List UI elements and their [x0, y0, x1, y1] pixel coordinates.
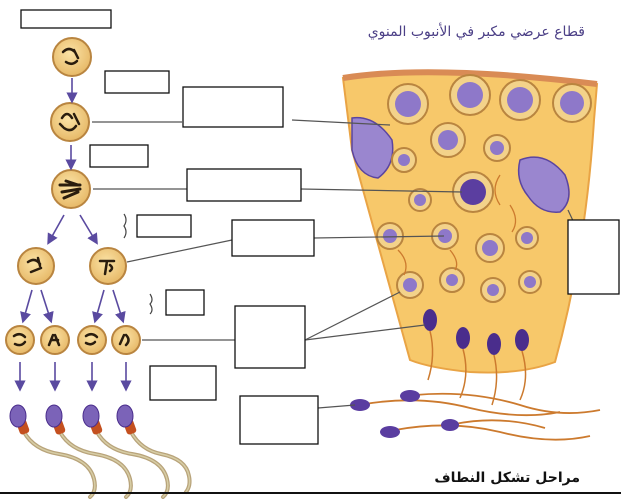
arrow: [41, 290, 50, 318]
spermatid-2: [41, 326, 69, 354]
spermatid-nucleus: [403, 278, 417, 292]
arrow: [113, 290, 122, 318]
tissue-nucleus: [560, 91, 584, 115]
tissue-nucleus: [457, 82, 483, 108]
arrow: [24, 290, 32, 318]
lumen-sperm-head: [487, 333, 501, 355]
primary-spermatocyte-cell: [51, 103, 89, 141]
lumen-sperm-head: [515, 329, 529, 351]
arrow: [50, 215, 64, 240]
tubule-cross-section: [343, 72, 600, 439]
dividing-nucleus: [460, 179, 486, 205]
free-sperm-group: [350, 390, 600, 440]
free-sperm-head: [380, 426, 400, 438]
tissue-nucleus: [398, 154, 410, 166]
spermatid-4: [112, 326, 140, 354]
pointer-line: [305, 292, 400, 340]
tissue-nucleus: [490, 141, 504, 155]
answer-box[interactable]: [21, 10, 111, 28]
answer-box[interactable]: [105, 71, 169, 93]
answer-box[interactable]: [150, 366, 216, 400]
spermatid-3: [78, 326, 106, 354]
spermatid-nucleus: [383, 229, 397, 243]
mature-sperm-group: [10, 405, 190, 497]
tissue-nucleus: [507, 87, 533, 113]
pointer-line: [127, 240, 232, 262]
answer-box[interactable]: [137, 215, 191, 237]
spermatid-nucleus: [524, 276, 536, 288]
bottom-rule: [0, 492, 621, 494]
bracket-mark: [150, 294, 152, 314]
free-sperm-tail: [395, 425, 590, 439]
free-sperm-head: [441, 419, 459, 431]
tissue-nucleus: [438, 130, 458, 150]
answer-box[interactable]: [235, 306, 305, 368]
tissue-nucleus: [395, 91, 421, 117]
process-title: مراحل تشكل النطاف: [430, 470, 580, 486]
arrow: [80, 215, 95, 240]
arrow: [96, 290, 104, 318]
spermatid-nucleus: [446, 274, 458, 286]
mature-sperm: [117, 405, 190, 492]
answer-box[interactable]: [183, 87, 283, 127]
answer-box[interactable]: [166, 290, 204, 315]
spermatid-nucleus: [487, 284, 499, 296]
spermatogonium-cell: [53, 38, 91, 76]
lumen-sperm-head: [423, 309, 437, 331]
answer-box[interactable]: [240, 396, 318, 444]
answer-box[interactable]: [90, 145, 148, 167]
tetrad-cell: [52, 170, 90, 208]
spermatid-1: [6, 326, 34, 354]
secondary-spermatocyte-right: [90, 248, 126, 284]
free-sperm-head: [400, 390, 420, 402]
tissue-nucleus: [414, 194, 426, 206]
lumen-sperm-head: [456, 327, 470, 349]
bracket-mark: [124, 214, 126, 238]
section-title: قطاع عرضي مكبر في الأنبوب المنوي: [330, 24, 585, 40]
answer-box[interactable]: [568, 220, 619, 294]
spermatid-nucleus: [521, 232, 533, 244]
answer-box[interactable]: [232, 220, 314, 256]
secondary-spermatocyte-left: [18, 248, 54, 284]
answer-box[interactable]: [187, 169, 301, 201]
spermatid-nucleus: [482, 240, 498, 256]
pointer-line: [318, 405, 355, 408]
